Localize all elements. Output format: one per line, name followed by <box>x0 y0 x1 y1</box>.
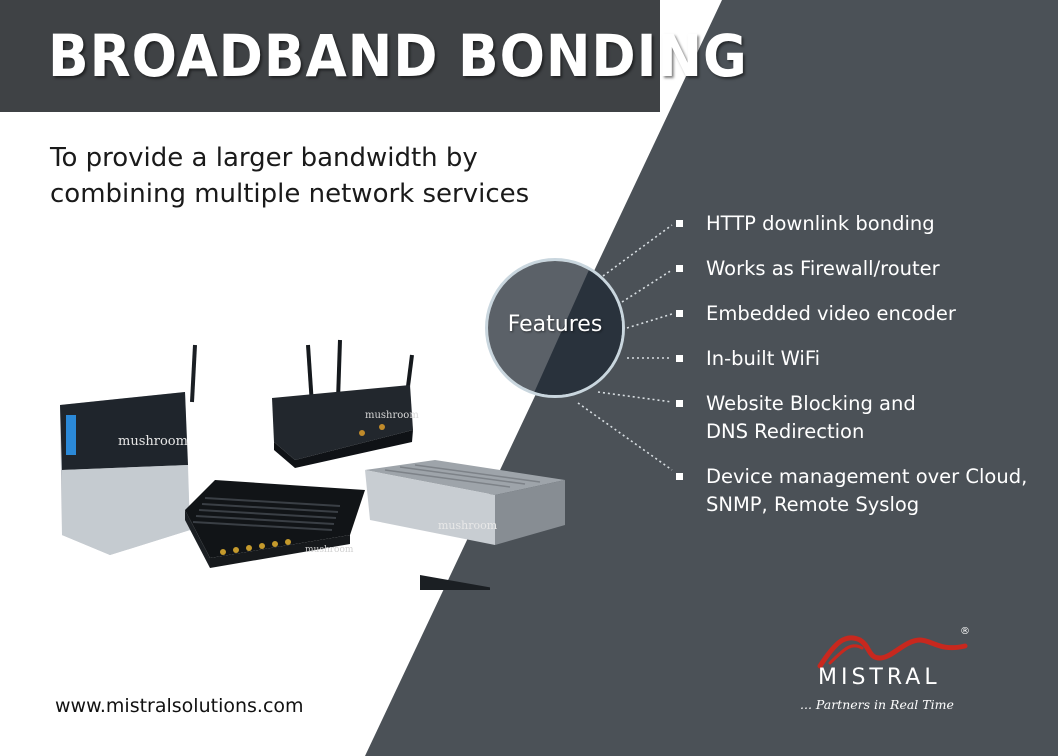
device-brand-label: mushroom <box>118 434 188 449</box>
feature-item: HTTP downlink bonding <box>676 210 1056 238</box>
logo-tagline: ... Partners in Real Time <box>800 697 954 712</box>
feature-item: Works as Firewall/router <box>676 255 1056 283</box>
product-devices-image: mushroom mushroom mushroom <box>60 339 565 590</box>
heatsink-device: mushroom <box>185 480 365 568</box>
feature-item: Embedded video encoder <box>676 300 1056 328</box>
feature-item: In-built WiFi <box>676 345 1056 373</box>
device-brand-label: mushroom <box>438 519 498 532</box>
feature-text: Device management over Cloud, SNMP, Remo… <box>706 465 1028 516</box>
bullet-icon <box>676 473 683 480</box>
feature-text: Works as Firewall/router <box>706 257 940 280</box>
feature-item: Website Blocking and DNS Redirection <box>676 390 1056 446</box>
bullet-icon <box>676 220 683 227</box>
page-title: BROADBAND BONDING <box>48 22 748 90</box>
bullet-icon <box>676 355 683 362</box>
bullet-icon <box>676 400 683 407</box>
feature-text: Website Blocking and DNS Redirection <box>706 392 916 443</box>
bullet-icon <box>676 265 683 272</box>
feature-text: Embedded video encoder <box>706 302 956 325</box>
tower-device: mushroom <box>60 344 197 555</box>
website-url[interactable]: www.mistralsolutions.com <box>55 695 304 717</box>
device-brand-label: mushroom <box>365 410 419 421</box>
mistral-logo <box>817 635 968 669</box>
silver-box-device: mushroom <box>365 460 565 590</box>
device-brand-label: mushroom <box>305 545 354 555</box>
logo-name: MISTRAL <box>818 665 941 690</box>
feature-item: Device management over Cloud, SNMP, Remo… <box>676 463 1056 519</box>
features-circle <box>485 258 625 398</box>
router-device: mushroom <box>272 339 419 468</box>
feature-text: HTTP downlink bonding <box>706 212 935 235</box>
feature-text: In-built WiFi <box>706 347 821 370</box>
bullet-icon <box>676 310 683 317</box>
subtitle: To provide a larger bandwidth by combini… <box>50 143 530 209</box>
features-label: Features <box>507 312 603 337</box>
registered-mark: ® <box>960 626 970 637</box>
title-bar <box>0 0 660 112</box>
dark-diagonal-panel <box>365 0 1058 756</box>
